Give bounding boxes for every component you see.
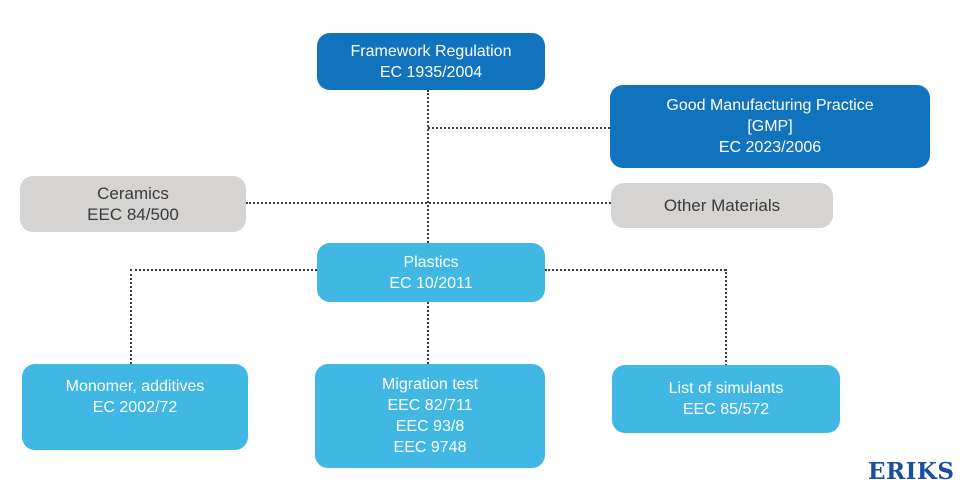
connector-plastics-to-simulants-vertical bbox=[725, 269, 727, 366]
node-line: List of simulants bbox=[668, 380, 784, 397]
connector-framework-to-plastics bbox=[427, 90, 429, 243]
node-line: Ceramics bbox=[97, 184, 169, 203]
node-line: EEC 82/711 bbox=[387, 397, 473, 414]
node-line: EEC 84/500 bbox=[87, 205, 179, 224]
node-line: Good Manufacturing Practice bbox=[666, 97, 874, 114]
node-line: [GMP] bbox=[747, 118, 793, 135]
node-migration-test: Migration test EEC 82/711 EEC 93/8 EEC 9… bbox=[315, 364, 545, 468]
connector-plastics-to-simulants-horizontal bbox=[545, 269, 726, 271]
node-line: EC 2002/72 bbox=[92, 399, 178, 416]
node-good-manufacturing-practice: Good Manufacturing Practice [GMP] EC 202… bbox=[610, 85, 930, 168]
node-line: Plastics bbox=[403, 253, 459, 271]
node-other-materials: Other Materials bbox=[611, 183, 833, 228]
node-line: EC 1935/2004 bbox=[379, 63, 483, 81]
connector-plastics-to-migration bbox=[427, 302, 429, 364]
node-plastics: Plastics EC 10/2011 bbox=[317, 243, 545, 302]
node-line: Other Materials bbox=[663, 196, 781, 215]
node-ceramics: Ceramics EEC 84/500 bbox=[20, 176, 246, 232]
eriks-logo: ERIKS bbox=[868, 458, 955, 485]
node-monomer-additives: Monomer, additives EC 2002/72 bbox=[22, 364, 248, 450]
node-line: EEC 9748 bbox=[393, 439, 467, 456]
node-line: Monomer, additives bbox=[65, 378, 205, 395]
connector-ceramics-to-other-materials bbox=[246, 202, 611, 204]
node-list-of-simulants: List of simulants EEC 85/572 bbox=[612, 365, 840, 433]
node-framework-regulation: Framework Regulation EC 1935/2004 bbox=[317, 33, 545, 90]
connector-plastics-to-monomer-vertical bbox=[130, 269, 132, 364]
connector-framework-to-gmp bbox=[428, 127, 610, 129]
node-line: EEC 85/572 bbox=[682, 401, 770, 418]
node-line: EC 10/2011 bbox=[389, 274, 473, 292]
node-line: EEC 93/8 bbox=[395, 418, 465, 435]
node-line: EC 2023/2006 bbox=[718, 139, 822, 156]
node-line: Framework Regulation bbox=[350, 42, 512, 60]
connector-plastics-to-monomer-horizontal bbox=[130, 269, 317, 271]
node-line: Migration test bbox=[381, 376, 479, 393]
